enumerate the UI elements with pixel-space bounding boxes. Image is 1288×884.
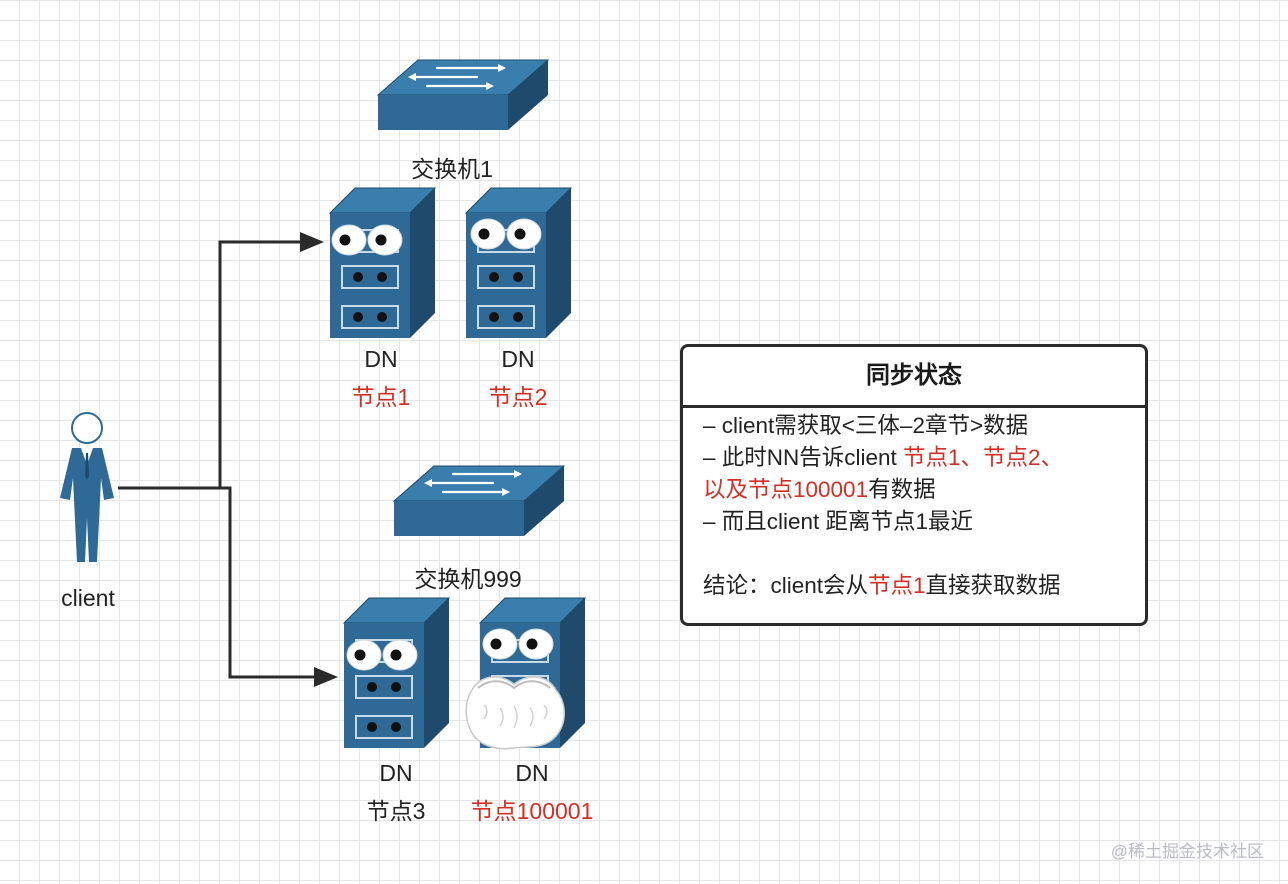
arrowhead-to-node-3 <box>314 667 338 687</box>
server-node-3-icon <box>343 597 450 749</box>
status-line-2-text: – 此时NN告诉client <box>703 445 904 470</box>
white-beard-icon <box>465 676 565 750</box>
arrowheads <box>300 232 338 687</box>
switch-999-label: 交换机999 <box>414 566 522 592</box>
server-node-2-type: DN <box>501 346 535 372</box>
conclusion-highlight: 节点1 <box>868 573 926 598</box>
conclusion-suffix: 直接获取数据 <box>925 573 1061 598</box>
switch-1-label: 交换机1 <box>411 156 493 182</box>
status-line-3: 以及节点100001有数据 <box>703 474 1145 506</box>
server-node-3-name: 节点3 <box>366 798 426 824</box>
switch-999-icon <box>392 464 566 538</box>
arrowhead-to-node-1 <box>300 232 324 252</box>
status-line-3-text: 有数据 <box>868 477 936 502</box>
server-node-100001-name: 节点100001 <box>470 798 594 824</box>
sync-status-box: 同步状态 – client需获取<三体–2章节>数据 – 此时NN告诉clien… <box>680 344 1148 626</box>
server-node-1-icon <box>329 187 436 339</box>
sync-status-body: – client需获取<三体–2章节>数据 – 此时NN告诉client 节点1… <box>683 408 1145 602</box>
client-person-icon <box>60 412 114 562</box>
conclusion-line: 结论：client会从节点1直接获取数据 <box>703 570 1145 602</box>
sync-status-title: 同步状态 <box>683 347 1145 408</box>
server-node-100001-icon <box>465 597 586 750</box>
server-node-2-name: 节点2 <box>488 384 548 410</box>
server-node-3-type: DN <box>379 760 413 786</box>
status-line-4: – 而且client 距离节点1最近 <box>703 509 974 534</box>
connector-lines <box>118 240 316 679</box>
server-node-2-icon <box>465 187 572 339</box>
watermark: @稀土掘金技术社区 <box>1110 842 1264 861</box>
status-line-2-highlight: 节点1、节点2、 <box>903 445 1064 470</box>
server-node-1-type: DN <box>364 346 398 372</box>
server-node-1-name: 节点1 <box>351 384 411 410</box>
conclusion-prefix: 结论：client会从 <box>703 573 869 598</box>
server-node-100001-type: DN <box>515 760 549 786</box>
status-line-1: – client需获取<三体–2章节>数据 <box>703 413 1029 438</box>
client-label: client <box>61 585 115 611</box>
status-line-3-highlight: 以及节点100001 <box>703 477 869 502</box>
switch-1-icon <box>376 58 550 132</box>
status-line-2: – 此时NN告诉client 节点1、节点2、 <box>703 442 1145 474</box>
